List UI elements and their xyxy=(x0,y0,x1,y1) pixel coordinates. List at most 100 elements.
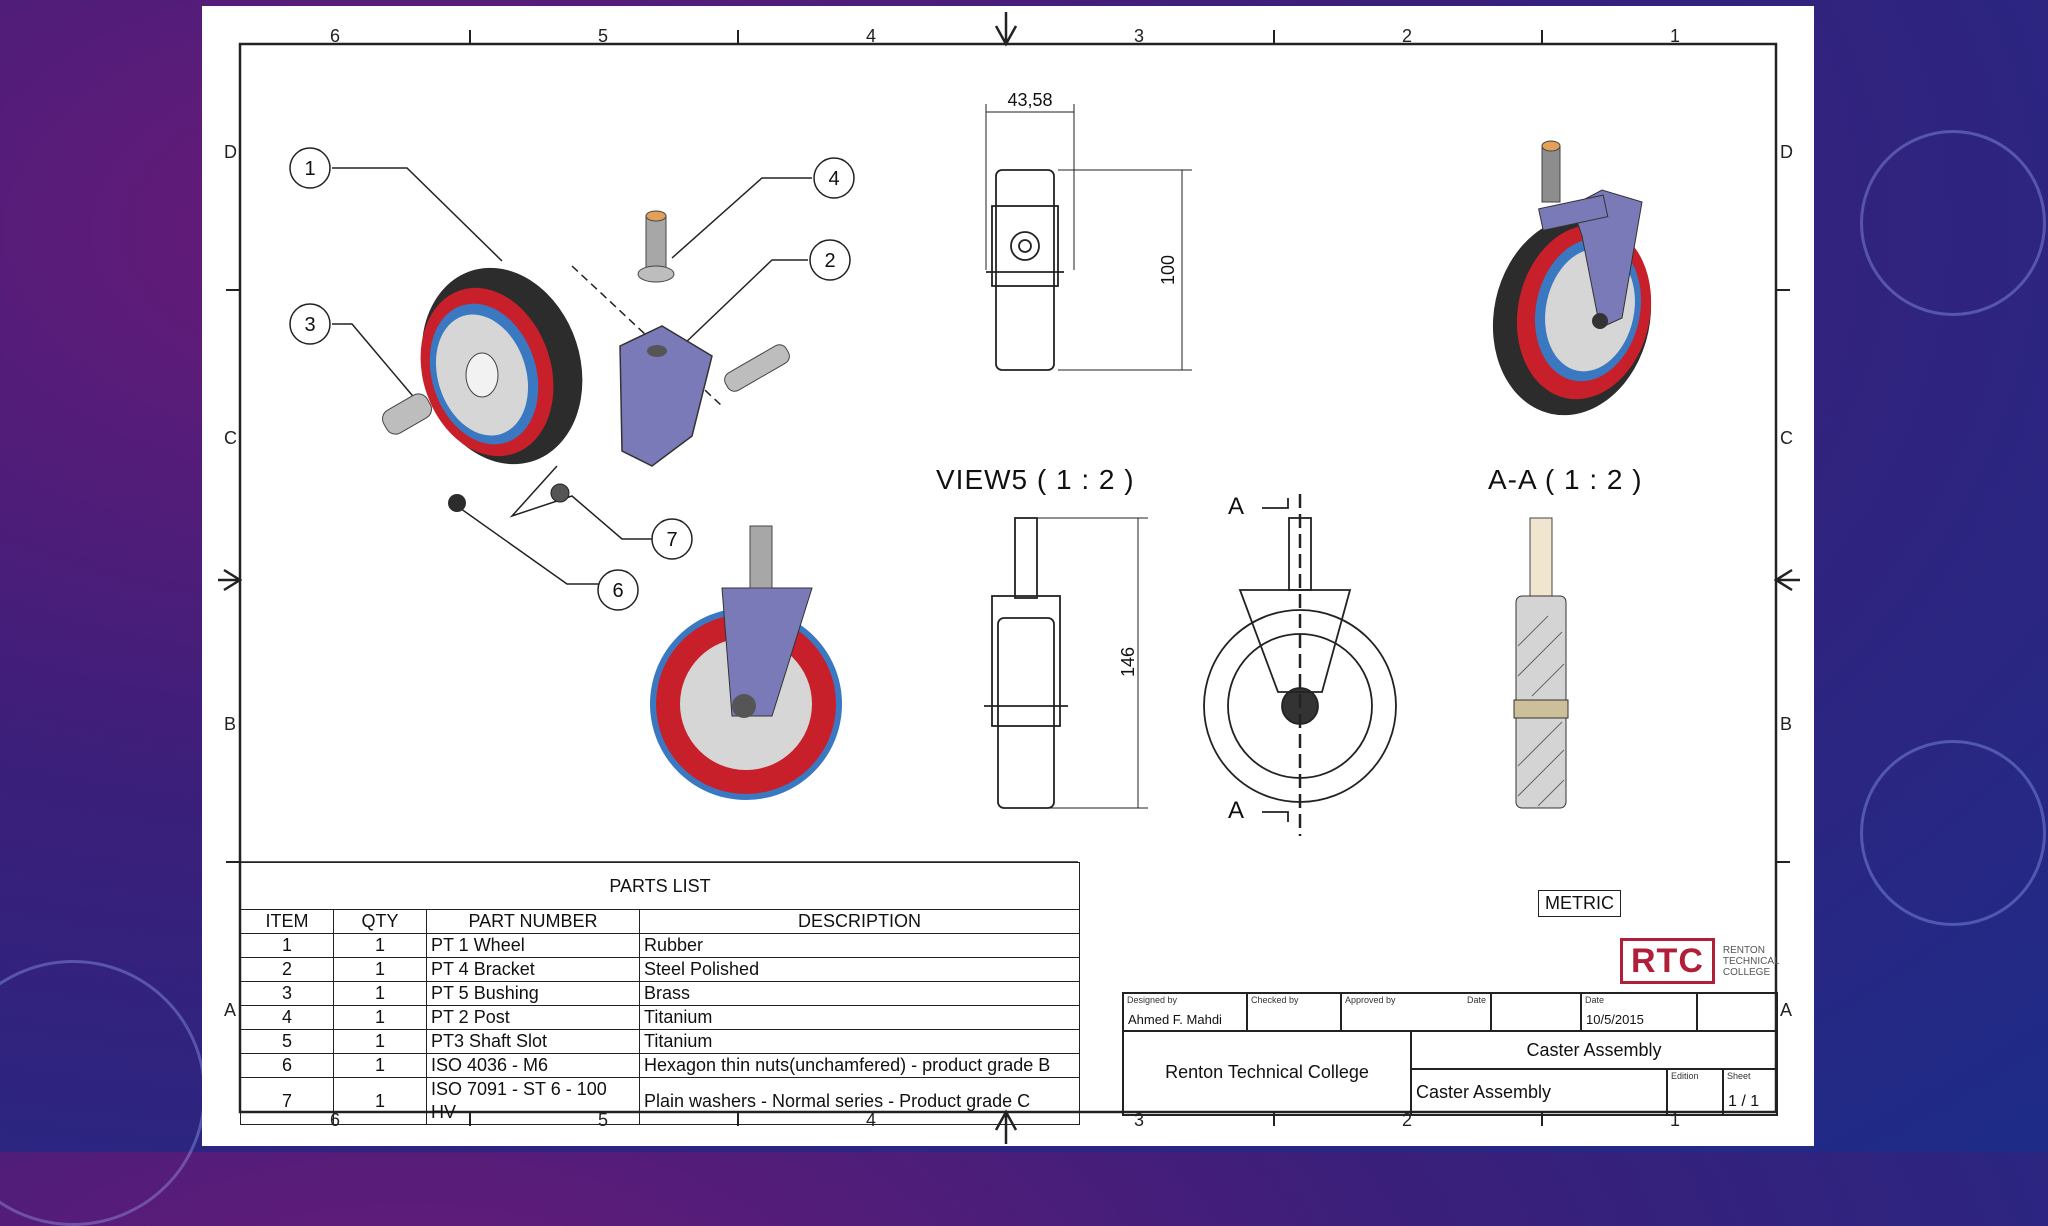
balloon-1-label: 1 xyxy=(304,158,315,180)
cell-item: 6 xyxy=(240,1053,334,1078)
cell-item: 7 xyxy=(240,1077,334,1125)
table-row: 2 1 PT 4 Bracket Steel Polished xyxy=(240,957,1080,982)
section-marker-top: A xyxy=(1228,493,1244,520)
approved-by-cell: Approved by Date xyxy=(1341,993,1491,1031)
section-aa-view xyxy=(1513,517,1569,809)
sheet-cell: Sheet 1 / 1 xyxy=(1723,1069,1777,1115)
sheet-label: Sheet xyxy=(1727,1071,1751,1081)
parts-list-title: PARTS LIST xyxy=(240,862,1080,910)
college-logo: RTC RENTON TECHNICAL COLLEGE xyxy=(1620,938,1793,984)
cell-qty: 1 xyxy=(333,1029,427,1054)
zone-row-c: C xyxy=(224,428,237,448)
parts-list-table: PARTS LIST ITEM QTY PART NUMBER DESCRIPT… xyxy=(240,862,1080,1125)
cell-item: 2 xyxy=(240,957,334,982)
drawing-canvas: 1 2 3 4 6 7 43,58 100 146 xyxy=(218,12,1800,1144)
balloon-6-label: 6 xyxy=(612,580,623,602)
balloon-7-label: 7 xyxy=(666,529,677,551)
subtitle-cell: Caster Assembly xyxy=(1411,1069,1667,1115)
cell-part-number: PT 2 Post xyxy=(426,1005,640,1030)
zone-row-d: D xyxy=(224,142,237,162)
section-aa-label: A-A ( 1 : 2 ) xyxy=(1488,464,1643,495)
logo-mark: RTC xyxy=(1620,938,1715,984)
header-qty: QTY xyxy=(333,909,427,934)
zone-row-a-right: A xyxy=(1780,1000,1793,1020)
cell-part-number: PT 1 Wheel xyxy=(426,933,640,958)
balloon-6 xyxy=(597,569,639,611)
cell-description: Titanium xyxy=(639,1029,1080,1054)
zone-col-3-bottom: 3 xyxy=(1134,1110,1145,1130)
balloon-3 xyxy=(289,303,331,345)
checked-by-cell: Checked by xyxy=(1247,993,1341,1031)
company-name: Renton Technical College xyxy=(1165,1062,1369,1082)
cell-qty: 1 xyxy=(333,933,427,958)
zone-col-5: 5 xyxy=(598,26,609,46)
cell-item: 4 xyxy=(240,1005,334,1030)
zone-row-d-right: D xyxy=(1780,142,1793,162)
dimension-width: 43,58 xyxy=(1007,90,1052,110)
section-cut-view xyxy=(1203,494,1397,836)
header-part-number: PART NUMBER xyxy=(426,909,640,934)
zone-col-2: 2 xyxy=(1402,26,1413,46)
cell-part-number: ISO 4036 - M6 xyxy=(426,1053,640,1078)
view5-label: VIEW5 ( 1 : 2 ) xyxy=(936,464,1135,495)
approval-date-label: Date xyxy=(1466,995,1486,1005)
cell-item: 1 xyxy=(240,933,334,958)
balloon-2-label: 2 xyxy=(824,250,835,272)
view5-side-view xyxy=(984,517,1148,809)
zone-row-b-right: B xyxy=(1780,714,1793,734)
date-cell: Date 10/5/2015 xyxy=(1581,993,1697,1031)
designed-by-label: Designed by xyxy=(1127,995,1178,1005)
table-row: 6 1 ISO 4036 - M6 Hexagon thin nuts(unch… xyxy=(240,1053,1080,1078)
cell-description: Steel Polished xyxy=(639,957,1080,982)
date-value: 10/5/2015 xyxy=(1586,1012,1644,1027)
background-ring xyxy=(0,960,206,1226)
zone-row-c-right: C xyxy=(1780,428,1793,448)
title-block: Designed by Ahmed F. Mahdi Checked by Ap… xyxy=(1122,992,1778,1116)
zone-col-2-bottom: 2 xyxy=(1402,1110,1413,1130)
table-row: 5 1 PT3 Shaft Slot Titanium xyxy=(240,1029,1080,1054)
cell-qty: 1 xyxy=(333,1053,427,1078)
table-row: 1 1 PT 1 Wheel Rubber xyxy=(240,933,1080,958)
balloon-7 xyxy=(651,518,693,560)
cell-item: 3 xyxy=(240,981,334,1006)
company-cell: Renton Technical College xyxy=(1123,1031,1411,1115)
drawing-subtitle: Caster Assembly xyxy=(1416,1082,1552,1102)
balloon-3-label: 3 xyxy=(304,314,315,336)
zone-col-6: 6 xyxy=(330,26,341,46)
cell-qty: 1 xyxy=(333,1005,427,1030)
cell-description: Rubber xyxy=(639,933,1080,958)
approved-by-label: Approved by xyxy=(1345,995,1396,1005)
balloon-2 xyxy=(809,239,851,281)
drawing-sheet: 1 2 3 4 6 7 43,58 100 146 xyxy=(202,6,1814,1146)
cell-part-number: PT 4 Bracket xyxy=(426,957,640,982)
zone-col-3: 3 xyxy=(1134,26,1145,46)
cell-qty: 1 xyxy=(333,981,427,1006)
dimension-height-top: 100 xyxy=(1158,255,1178,285)
edition-label: Edition xyxy=(1671,1071,1699,1081)
table-row: 7 1 ISO 7091 - ST 6 - 100 HV Plain washe… xyxy=(240,1077,1080,1125)
cell-item: 5 xyxy=(240,1029,334,1054)
balloon-4 xyxy=(813,157,855,199)
background-ring xyxy=(1860,130,2046,316)
table-row: 4 1 PT 2 Post Titanium xyxy=(240,1005,1080,1030)
front-view-colored xyxy=(650,525,842,800)
logo-subtitle: RENTON TECHNICAL COLLEGE xyxy=(1722,944,1780,978)
cell-part-number: PT 5 Bushing xyxy=(426,981,640,1006)
cell-qty: 1 xyxy=(333,957,427,982)
table-row: 3 1 PT 5 Bushing Brass xyxy=(240,981,1080,1006)
title-cell: Caster Assembly xyxy=(1411,1031,1777,1069)
blank-cell xyxy=(1697,993,1777,1031)
edition-cell: Edition xyxy=(1667,1069,1723,1115)
drawing-title: Caster Assembly xyxy=(1526,1040,1662,1060)
cell-part-number: ISO 7091 - ST 6 - 100 HV xyxy=(426,1077,640,1125)
cell-part-number: PT3 Shaft Slot xyxy=(426,1029,640,1054)
dimension-height-front: 146 xyxy=(1118,647,1138,677)
cell-description: Plain washers - Normal series - Product … xyxy=(639,1077,1080,1125)
zone-col-4: 4 xyxy=(866,26,877,46)
sheet-value: 1 / 1 xyxy=(1728,1093,1760,1110)
cell-description: Hexagon thin nuts(unchamfered) - product… xyxy=(639,1053,1080,1078)
zone-row-b: B xyxy=(224,714,237,734)
balloon-1 xyxy=(289,147,331,189)
header-description: DESCRIPTION xyxy=(639,909,1080,934)
balloon-4-label: 4 xyxy=(828,168,839,190)
